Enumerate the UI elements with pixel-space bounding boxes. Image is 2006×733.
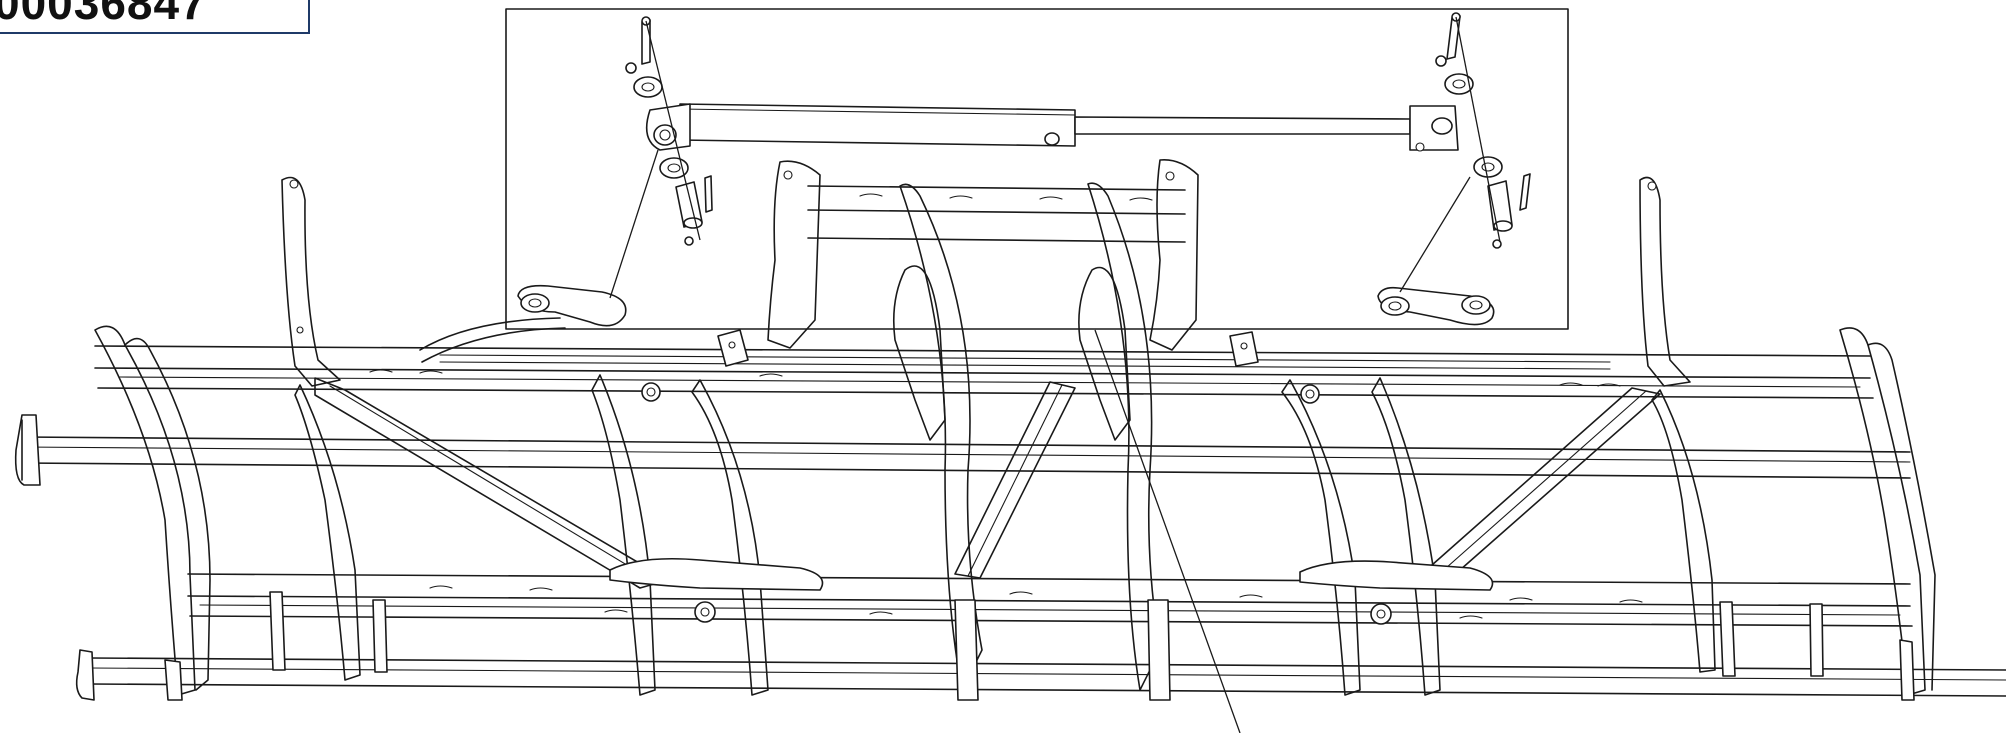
lower-brackets <box>609 382 1494 625</box>
cylinder-detail-inset <box>505 8 1569 330</box>
lower-front-beam <box>187 573 1913 627</box>
leader-left <box>609 149 659 299</box>
center-plate-right <box>1149 158 1199 351</box>
leader-bottom <box>1094 329 1241 733</box>
left-upper-arm <box>281 176 341 387</box>
detail-frame <box>505 8 1569 330</box>
beam-slots <box>369 193 1643 619</box>
left-pin-set <box>625 16 713 246</box>
right-upper-arm <box>1639 176 1691 387</box>
left-side-plates <box>94 325 769 696</box>
long-tube-middle <box>14 414 1911 486</box>
part-number-box: 00036847 <box>0 0 310 34</box>
right-side-plates <box>1281 327 1936 696</box>
center-diagonal-brace <box>954 381 1076 579</box>
lower-beam-gussets <box>164 591 1915 701</box>
right-pin-set <box>1435 12 1531 249</box>
upper-clamps <box>717 329 1259 367</box>
long-tube-bottom <box>75 649 2006 701</box>
leader-right <box>1399 176 1471 293</box>
part-number: 00036847 <box>0 0 207 29</box>
main-frame <box>14 158 2006 733</box>
hydraulic-cylinder <box>645 103 1459 152</box>
upper-rear-beam <box>94 345 1874 399</box>
center-plate-left <box>767 160 821 349</box>
